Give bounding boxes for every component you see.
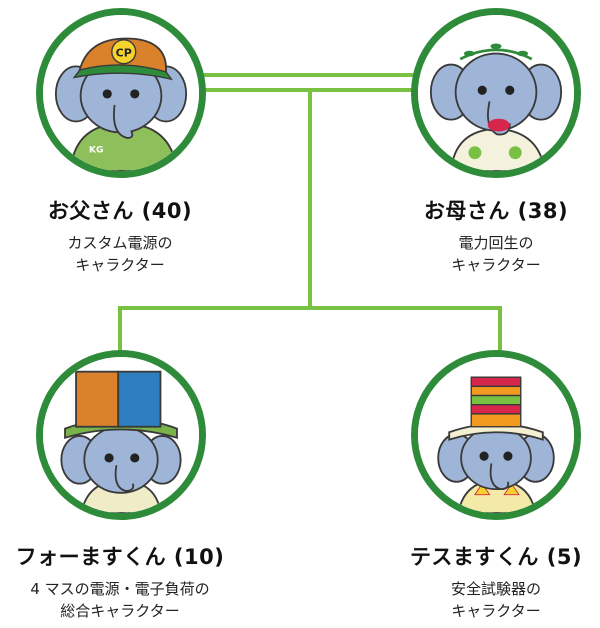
elephant-father-illustration: CP KG [43,15,199,171]
son1-description: 4 マスの電源・電子負荷の 総合キャラクター [0,578,250,622]
mother-description-line2: キャラクター [451,256,541,274]
father-description: カスタム電源の キャラクター [0,232,250,276]
mother-description-line1: 電力回生の [458,234,534,252]
son1-portrait [36,350,206,520]
elephant-mother-illustration [418,15,574,171]
mother-description: 電力回生の キャラクター [366,232,600,276]
father-name: お父さん (40) [47,199,193,223]
son2-description: 安全試験器の キャラクター [366,578,600,622]
cap-logo-text: CP [116,46,132,59]
son2-description-line1: 安全試験器の [450,580,541,598]
son2-description-line2: キャラクター [451,602,541,620]
mother-name: お母さん (38) [423,199,569,223]
son1-description-line2: 総合キャラクター [60,602,180,620]
son1-name: フォーますくん (10) [15,545,225,569]
father-description-line2: キャラクター [75,256,165,274]
father-description-line1: カスタム電源の [67,234,173,252]
son1-description-line1: 4 マスの電源・電子負荷の [30,580,210,598]
elephant-son2-illustration [418,357,574,513]
elephant-son1-illustration [43,357,199,513]
chest-badge-text: KG [89,145,104,156]
son2-name: テスますくん (5) [409,545,583,569]
mother-portrait [411,8,581,178]
father-portrait: CP KG [36,8,206,178]
son2-portrait [411,350,581,520]
